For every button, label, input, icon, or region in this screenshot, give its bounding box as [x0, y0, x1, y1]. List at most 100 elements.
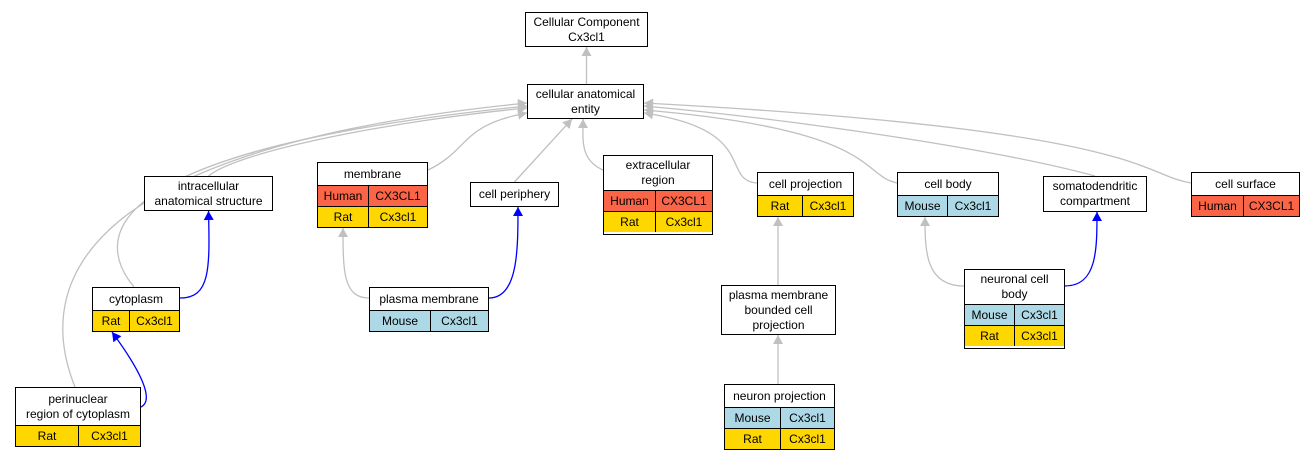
annotation-row-rat: Rat Cx3cl1 — [965, 325, 1064, 346]
node-plasma-membrane[interactable]: plasma membrane Mouse Cx3cl1 — [369, 287, 489, 332]
node-label-line: plasma membrane — [379, 291, 479, 306]
node-cellular-component[interactable]: Cellular Component Cx3cl1 — [525, 12, 648, 47]
edge-is-a — [924, 216, 965, 287]
node-label-line: plasma membrane — [728, 287, 829, 302]
edge-part-of — [111, 331, 147, 408]
annotation-row-rat: Rat Cx3cl1 — [758, 195, 853, 216]
annotation-row-mouse: Mouse Cx3cl1 — [965, 304, 1064, 325]
node-label-line: perinuclear — [48, 391, 108, 406]
annotation-row-rat: Rat Cx3cl1 — [725, 428, 834, 449]
edge-part-of — [488, 206, 519, 299]
node-label-line: Cx3cl1 — [568, 29, 605, 44]
annotation-row-rat: Rat Cx3cl1 — [318, 206, 427, 227]
edge-arrowhead — [338, 228, 348, 237]
annotation-row-mouse: Mouse Cx3cl1 — [370, 310, 488, 331]
gene-cell: Cx3cl1 — [655, 212, 712, 232]
node-cell-body[interactable]: cell body Mouse Cx3cl1 — [897, 172, 999, 217]
annotation-row-human: Human CX3CL1 — [1192, 195, 1299, 216]
node-label-line: body — [1001, 287, 1028, 301]
gene-cell: Cx3cl1 — [1014, 305, 1064, 325]
edge-part-of — [179, 210, 210, 299]
edge-is-a — [208, 107, 528, 177]
node-label-line: somatodendritic — [1052, 179, 1138, 193]
node-cytoplasm[interactable]: cytoplasm Rat Cx3cl1 — [92, 287, 180, 332]
edge-arrowhead — [513, 207, 523, 216]
gene-cell: Cx3cl1 — [802, 196, 853, 216]
node-label-line: projection — [752, 317, 805, 332]
edge-arrowhead — [773, 217, 783, 226]
node-plasma-membrane-bounded-cell-projection[interactable]: plasma membrane bounded cell projection — [721, 285, 836, 335]
node-cell-projection[interactable]: cell projection Rat Cx3cl1 — [757, 172, 854, 217]
species-cell: Rat — [604, 212, 655, 232]
edge-is-a — [514, 118, 573, 183]
node-cell-periphery[interactable]: cell periphery — [470, 182, 559, 207]
edge-arrowhead — [112, 332, 122, 343]
edge-arrowhead — [644, 98, 654, 109]
gene-cell: CX3CL1 — [1243, 196, 1299, 216]
gene-cell: Cx3cl1 — [947, 196, 998, 216]
node-neuron-projection[interactable]: neuron projection Mouse Cx3cl1 Rat Cx3cl… — [724, 384, 835, 450]
annotation-row-rat: Rat Cx3cl1 — [604, 211, 712, 232]
node-label-line: extracellular — [625, 158, 691, 172]
edge-is-a — [643, 109, 898, 184]
species-cell: Rat — [965, 326, 1014, 346]
node-intracellular-anatomical-structure[interactable]: intracellular anatomical structure — [144, 176, 273, 211]
node-extracellular-region[interactable]: extracellular region Human CX3CL1 Rat Cx… — [603, 155, 713, 235]
gene-cell: Cx3cl1 — [368, 207, 427, 227]
node-somatodendritic-compartment[interactable]: somatodendritic compartment — [1043, 176, 1147, 212]
annotation-row-rat: Rat Cx3cl1 — [93, 310, 179, 331]
species-cell: Mouse — [725, 408, 780, 428]
edge-arrowhead — [517, 98, 527, 109]
gene-cell: Cx3cl1 — [129, 311, 179, 331]
node-label-line: Cellular Component — [533, 14, 640, 29]
gene-cell: Cx3cl1 — [78, 426, 140, 446]
node-neuronal-cell-body[interactable]: neuronal cell body Mouse Cx3cl1 Rat Cx3c… — [964, 269, 1065, 349]
edge-is-a — [342, 227, 370, 299]
annotation-row-human: Human CX3CL1 — [604, 190, 712, 211]
edge-arrowhead — [920, 217, 930, 226]
node-label-line: region — [641, 173, 675, 187]
edge-arrowhead — [517, 109, 527, 120]
node-label-line: compartment — [1059, 194, 1131, 208]
node-label-line: region of cytoplasm — [25, 406, 131, 421]
node-label-line: cell body — [924, 176, 972, 191]
node-cellular-anatomical-entity[interactable]: cellular anatomical entity — [527, 84, 644, 119]
species-cell: Mouse — [898, 196, 947, 216]
species-cell: Rat — [758, 196, 802, 216]
annotation-row-mouse: Mouse Cx3cl1 — [725, 407, 834, 428]
node-label-line: neuron projection — [733, 388, 826, 403]
node-label-line: neuronal cell — [980, 272, 1049, 286]
species-cell: Mouse — [965, 305, 1014, 325]
node-label-line: entity — [571, 101, 600, 116]
species-cell: Rat — [16, 426, 78, 446]
annotation-row-mouse: Mouse Cx3cl1 — [898, 195, 998, 216]
node-perinuclear-region-of-cytoplasm[interactable]: perinuclear region of cytoplasm Rat Cx3c… — [15, 387, 141, 447]
gene-cell: Cx3cl1 — [780, 408, 834, 428]
edge-is-a — [427, 112, 528, 171]
species-cell: Rat — [93, 311, 129, 331]
edge-arrowhead — [773, 335, 783, 344]
node-label-line: intracellular — [177, 178, 240, 193]
node-label-line: cell surface — [1215, 176, 1276, 191]
gene-cell: Cx3cl1 — [1014, 326, 1064, 346]
gene-cell: Cx3cl1 — [430, 311, 488, 331]
edge-is-a — [643, 105, 1096, 177]
gene-cell: CX3CL1 — [368, 186, 427, 206]
species-cell: Mouse — [370, 311, 430, 331]
node-label-line: membrane — [343, 166, 402, 181]
species-cell: Human — [604, 191, 655, 211]
node-label-line: cytoplasm — [108, 291, 164, 306]
edge-is-a — [643, 102, 1192, 184]
gene-cell: Cx3cl1 — [780, 429, 834, 449]
species-cell: Human — [318, 186, 368, 206]
node-cell-surface[interactable]: cell surface Human CX3CL1 — [1191, 172, 1300, 217]
species-cell: Rat — [318, 207, 368, 227]
node-label-line: bounded cell — [744, 302, 813, 317]
edge-is-a — [643, 112, 758, 184]
edge-arrowhead — [203, 211, 214, 221]
node-membrane[interactable]: membrane Human CX3CL1 Rat Cx3cl1 — [317, 162, 428, 228]
species-cell: Rat — [725, 429, 780, 449]
edge-is-a — [62, 102, 528, 388]
